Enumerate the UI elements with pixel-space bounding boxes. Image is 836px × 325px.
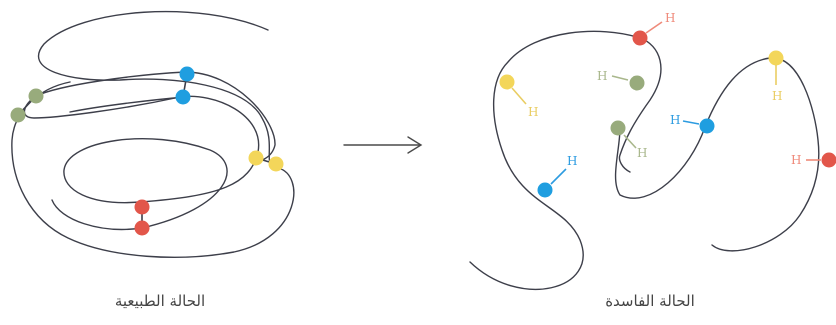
olive-sphere <box>11 108 26 123</box>
native-bonds <box>11 67 284 236</box>
olive-sphere <box>630 76 645 91</box>
blue-sphere <box>538 183 553 198</box>
native-state-caption: الحالة الطبيعية <box>90 292 230 310</box>
transition-arrow <box>344 137 421 153</box>
hydrogen-label: H <box>791 153 801 167</box>
olive-h-bond <box>612 76 628 80</box>
hydrogen-label: H <box>665 11 675 25</box>
hydrogen-label: H <box>637 146 647 160</box>
blue-sphere <box>700 119 715 134</box>
yellow-sphere <box>500 75 515 90</box>
hydrogen-label: H <box>670 113 680 127</box>
blue-sphere <box>180 67 195 82</box>
red-sphere <box>135 221 150 236</box>
yellow-h-bond <box>512 88 526 104</box>
native-chain-tail <box>70 97 185 112</box>
olive-sphere <box>611 121 626 136</box>
blue-h-bond <box>683 121 699 124</box>
denatured-state-caption: الحالة الفاسدة <box>575 292 725 310</box>
yellow-sphere <box>249 151 264 166</box>
olive-sphere <box>29 89 44 104</box>
hydrogen-label: H <box>597 69 607 83</box>
denatured-bonds: H H H H H H H H <box>500 11 836 198</box>
native-state-protein <box>12 12 294 258</box>
yellow-sphere <box>269 157 284 172</box>
red-sphere <box>135 200 150 215</box>
blue-sphere <box>176 90 191 105</box>
denatured-state-protein <box>470 31 819 289</box>
hydrogen-label: H <box>528 105 538 119</box>
red-sphere <box>633 31 648 46</box>
red-h-bond <box>646 22 662 33</box>
hydrogen-label: H <box>567 154 577 168</box>
blue-h-bond <box>551 169 566 184</box>
hydrogen-label: H <box>772 89 782 103</box>
red-sphere <box>822 153 836 168</box>
native-chain-outer <box>12 12 294 258</box>
denatured-chain-left <box>470 31 661 289</box>
native-chain-middle <box>36 72 275 161</box>
yellow-sphere <box>769 51 784 66</box>
